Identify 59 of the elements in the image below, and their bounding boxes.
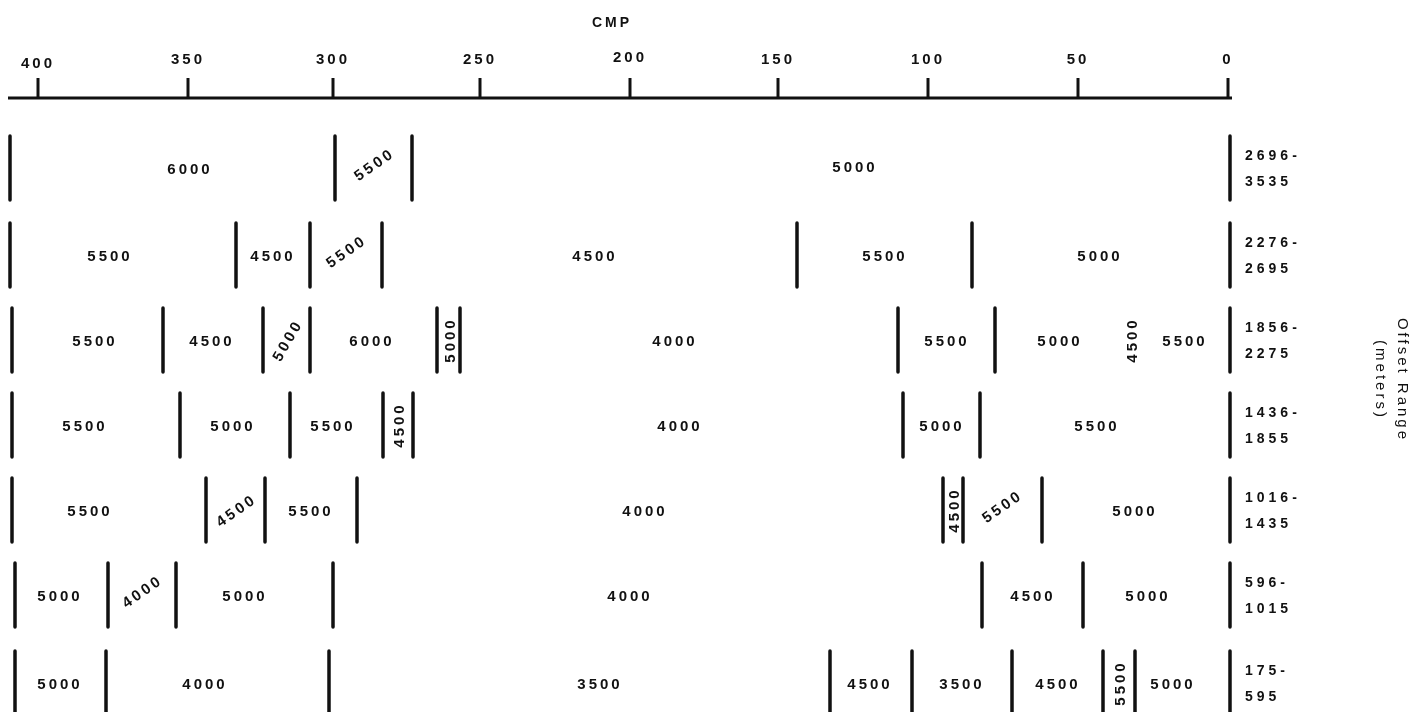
tick-label: 0 bbox=[1222, 50, 1234, 66]
velocity-value: 5500 bbox=[924, 332, 970, 348]
tick-label: 250 bbox=[463, 50, 497, 66]
velocity-value: 5500 bbox=[310, 417, 356, 433]
velocity-value: 4500 bbox=[390, 402, 406, 448]
velocity-value: 3500 bbox=[939, 675, 985, 691]
velocity-value: 4500 bbox=[1010, 587, 1056, 603]
velocity-value: 5000 bbox=[37, 587, 83, 603]
velocity-value: 5500 bbox=[67, 502, 113, 518]
velocity-value: 4500 bbox=[572, 247, 618, 263]
offset-range-label: 1856- 2275 bbox=[1245, 318, 1302, 363]
velocity-value: 4500 bbox=[945, 487, 961, 533]
velocity-value: 5000 bbox=[1125, 587, 1171, 603]
tick-label: 300 bbox=[316, 50, 350, 66]
velocity-value: 5000 bbox=[919, 417, 965, 433]
tick-label: 50 bbox=[1066, 50, 1090, 66]
velocity-value: 5000 bbox=[1077, 247, 1123, 263]
tick-label: 100 bbox=[911, 50, 945, 66]
velocity-value: 4000 bbox=[652, 332, 698, 348]
tick-label: 400 bbox=[21, 54, 55, 70]
velocity-value: 4500 bbox=[1123, 317, 1139, 363]
velocity-value: 6000 bbox=[349, 332, 395, 348]
offset-range-label: 2276- 2695 bbox=[1245, 233, 1302, 278]
velocity-value: 4500 bbox=[847, 675, 893, 691]
velocity-value: 6000 bbox=[167, 160, 213, 176]
velocity-value: 5500 bbox=[862, 247, 908, 263]
velocity-value: 5000 bbox=[37, 675, 83, 691]
velocity-value: 3500 bbox=[577, 675, 623, 691]
velocity-value: 5500 bbox=[62, 417, 108, 433]
tick-label: 200 bbox=[613, 48, 647, 64]
axis-title: CMP bbox=[591, 15, 633, 29]
velocity-value: 5500 bbox=[1074, 417, 1120, 433]
tick-label: 150 bbox=[761, 50, 795, 66]
axis-title: Offset Range (meters) bbox=[1372, 316, 1413, 445]
velocity-value: 5000 bbox=[832, 158, 878, 174]
velocity-value: 4500 bbox=[1035, 675, 1081, 691]
velocity-value: 4500 bbox=[250, 247, 296, 263]
velocity-value: 5000 bbox=[210, 417, 256, 433]
offset-range-label: 175- 595 bbox=[1245, 661, 1291, 706]
tick-label: 350 bbox=[171, 50, 205, 66]
velocity-value: 5000 bbox=[1150, 675, 1196, 691]
velocity-value: 5500 bbox=[72, 332, 118, 348]
velocity-value: 5500 bbox=[1162, 332, 1208, 348]
velocity-value: 4000 bbox=[607, 587, 653, 603]
velocity-value: 4000 bbox=[657, 417, 703, 433]
velocity-value: 4000 bbox=[182, 675, 228, 691]
offset-range-label: 1436- 1855 bbox=[1245, 403, 1302, 448]
velocity-value: 5000 bbox=[222, 587, 268, 603]
velocity-value: 4500 bbox=[189, 332, 235, 348]
offset-range-label: 1016- 1435 bbox=[1245, 488, 1302, 533]
velocity-value: 5000 bbox=[1112, 502, 1158, 518]
velocity-value: 5500 bbox=[1111, 660, 1127, 706]
velocity-value: 5500 bbox=[87, 247, 133, 263]
offset-range-label: 596- 1015 bbox=[1245, 573, 1294, 618]
offset-range-label: 2696- 3535 bbox=[1245, 146, 1302, 191]
velocity-value: 5000 bbox=[441, 317, 457, 363]
velocity-value: 5500 bbox=[288, 502, 334, 518]
velocity-value: 5000 bbox=[1037, 332, 1083, 348]
velocity-value: 4000 bbox=[622, 502, 668, 518]
